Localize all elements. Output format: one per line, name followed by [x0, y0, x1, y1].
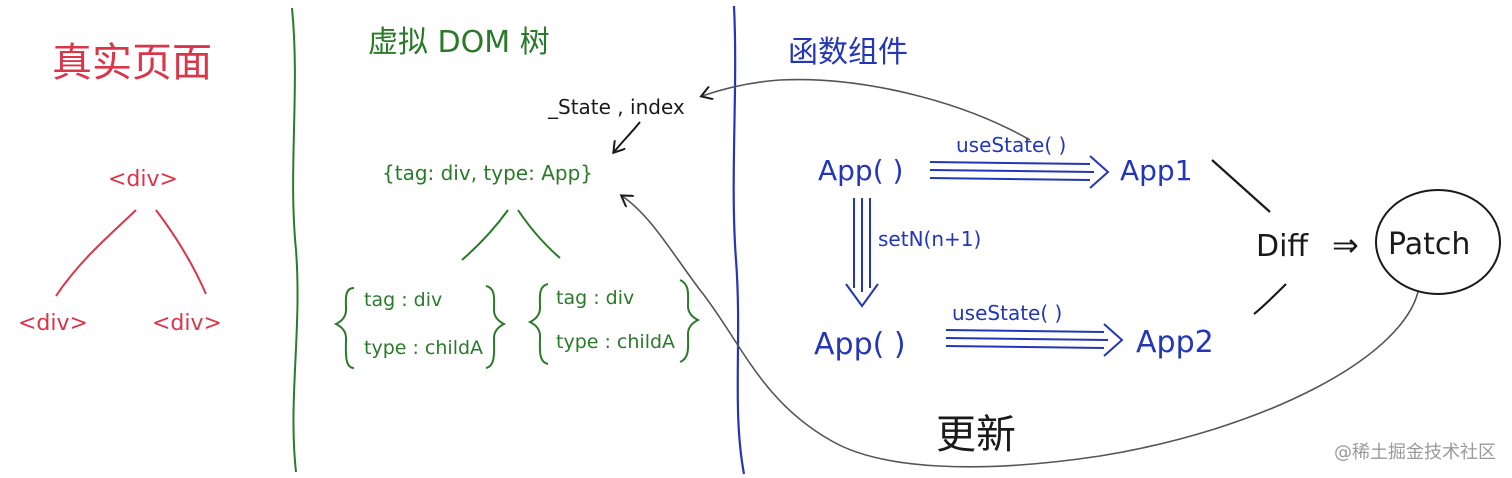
- arrow-line-3: [929, 177, 1091, 181]
- use-state-arrow-second: [945, 323, 1124, 357]
- child-1-close-brace: [485, 285, 507, 369]
- arrow-line-2: [929, 169, 1095, 173]
- watermark: @稀土掘金技术社区: [1334, 442, 1496, 463]
- child-1-type: type : childA: [364, 337, 483, 359]
- diff-label: Diff: [1256, 229, 1309, 264]
- patch-label: Patch: [1388, 227, 1470, 262]
- state-index-arrow: [614, 121, 641, 152]
- set-n-arrow-head: [845, 283, 879, 308]
- use-state-label-second: useState( ): [952, 301, 1062, 325]
- virtual-dom-title: 虚拟 DOM 树: [368, 25, 550, 60]
- arrow2-head: [1103, 323, 1124, 357]
- state-index-label: _State , index: [547, 95, 685, 119]
- set-n-label: setN(n+1): [878, 227, 981, 251]
- child-2-close-brace: [679, 279, 701, 363]
- divider-green: [291, 7, 299, 473]
- app-second-render: App( ): [814, 327, 906, 362]
- app-first-render: App( ): [818, 154, 903, 187]
- real-dom-child-node-1: <div>: [18, 311, 88, 336]
- arrow2-line-1: [945, 329, 1105, 333]
- app2-to-diff-line: [1253, 283, 1287, 315]
- real-dom-title: 真实页面: [52, 40, 212, 86]
- child-2-type: type : childA: [556, 331, 675, 353]
- set-n-arrow: [845, 198, 879, 308]
- use-state-label-first: useState( ): [956, 133, 1066, 157]
- real-dom-child-node-2: <div>: [152, 311, 222, 336]
- child-2-open-brace: [527, 283, 549, 365]
- arrow2-line-2: [945, 337, 1109, 341]
- arrow2-line-3: [945, 345, 1105, 349]
- arrow-head: [1089, 155, 1110, 189]
- state-return-curve: [702, 78, 1031, 141]
- patch-circle: [1375, 189, 1501, 295]
- diff-to-patch-arrow: ⇒: [1332, 226, 1359, 264]
- real-dom-edge-right: [155, 209, 207, 295]
- virtual-dom-edge-left: [461, 209, 509, 261]
- use-state-arrow-first: [929, 155, 1110, 189]
- app2-label: App2: [1136, 325, 1214, 360]
- arrow-line-1: [929, 161, 1091, 165]
- child-1-open-brace: [333, 287, 355, 369]
- update-loop-curve: [622, 196, 1419, 468]
- virtual-dom-edge-right: [517, 209, 561, 259]
- function-component-title: 函数组件: [788, 35, 908, 70]
- virtual-dom-root-node: {tag: div, type: App}: [382, 161, 593, 185]
- real-dom-root-node: <div>: [108, 167, 178, 192]
- real-dom-edge-left: [55, 209, 137, 297]
- child-1-tag: tag : div: [364, 289, 442, 311]
- app1-label: App1: [1120, 154, 1193, 187]
- virtual-dom-child-2: tag : div type : childA: [527, 279, 701, 365]
- virtual-dom-child-1: tag : div type : childA: [333, 285, 507, 369]
- update-label: 更新: [936, 412, 1016, 458]
- app1-to-diff-line: [1211, 159, 1271, 213]
- divider-blue: [732, 5, 746, 475]
- child-2-tag: tag : div: [556, 287, 634, 309]
